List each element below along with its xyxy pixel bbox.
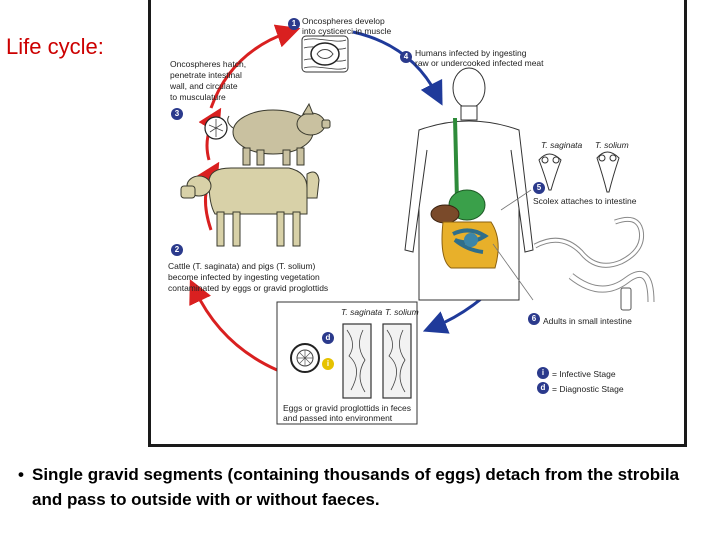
eggs-infective-badge: i: [322, 358, 334, 370]
stage-3-text-line4: to musculature: [170, 92, 226, 102]
stage-6-badge: 6: [528, 313, 540, 325]
adult-worm-illustration: [533, 216, 655, 311]
bullet-point: • Single gravid segments (containing tho…: [18, 462, 708, 512]
bullet-dot-icon: •: [18, 465, 24, 484]
stage-4-text-line2: raw or undercooked infected meat: [415, 58, 544, 68]
eggs-label-a: T. saginata: [341, 307, 383, 317]
stage-1-text-line1: Oncospheres develop: [302, 16, 385, 26]
stage-5-badge: 5: [533, 182, 545, 194]
eggs-panel: [276, 301, 418, 425]
stage-2-text-line3: contaminated by eggs or gravid proglotti…: [168, 283, 329, 293]
cysticercus-in-muscle-illustration: [301, 35, 349, 73]
legend-diagnostic-badge: d: [537, 382, 549, 394]
scolex-illustration: [538, 151, 620, 193]
eggs-label-b: T. solium: [385, 307, 419, 317]
slide-title: Life cycle:: [6, 34, 104, 59]
pig-illustration: [227, 102, 331, 166]
arrow-stage3-to-stage1: [209, 24, 301, 109]
eggs-text-line1: Eggs or gravid proglottids in feces: [283, 403, 412, 413]
cattle-illustration: [180, 167, 320, 247]
stage-6-text: Adults in small intestine: [543, 316, 632, 326]
stage-5-label-b: T. solium: [595, 140, 629, 150]
stage-5-text: Scolex attaches to intestine: [533, 196, 637, 206]
stage-1-badge: 1: [288, 18, 300, 30]
eggs-diagnostic-badge: d: [322, 332, 334, 344]
stage-3-text-line3: wall, and circulate: [170, 81, 238, 91]
stage-2-text-line2: become infected by ingesting vegetation: [168, 272, 320, 282]
oncosphere-illustration: [204, 116, 228, 140]
legend-infective-label: = Infective Stage: [552, 369, 616, 379]
stage-2-text-line1: Cattle (T. saginata) and pigs (T. solium…: [168, 261, 316, 271]
stage-3-text-line1: Oncospheres hatch,: [170, 59, 247, 69]
diagram-artwork: [180, 24, 655, 425]
stage-1-text-line2: into cysticerci in muscle: [302, 26, 392, 36]
stage-3-badge: 3: [171, 108, 183, 120]
stage-4-text-line1: Humans infected by ingesting: [415, 48, 527, 58]
stage-2-badge: 2: [171, 244, 183, 256]
stage-3-text-line2: penetrate intestinal: [170, 70, 242, 80]
legend-infective-badge: i: [537, 367, 549, 379]
stage-5-label-a: T. saginata: [541, 140, 583, 150]
eggs-text-line2: and passed into environment: [283, 413, 393, 423]
bullet-text: Single gravid segments (containing thous…: [32, 465, 680, 509]
life-cycle-diagram: 1 Oncospheres develop into cysticerci in…: [148, 0, 687, 447]
arrow-eggs-to-stage2: [189, 279, 278, 372]
legend-diagnostic-label: = Diagnostic Stage: [552, 384, 624, 394]
digestive-tract-illustration: [430, 117, 499, 269]
stage-4-badge: 4: [400, 51, 412, 63]
